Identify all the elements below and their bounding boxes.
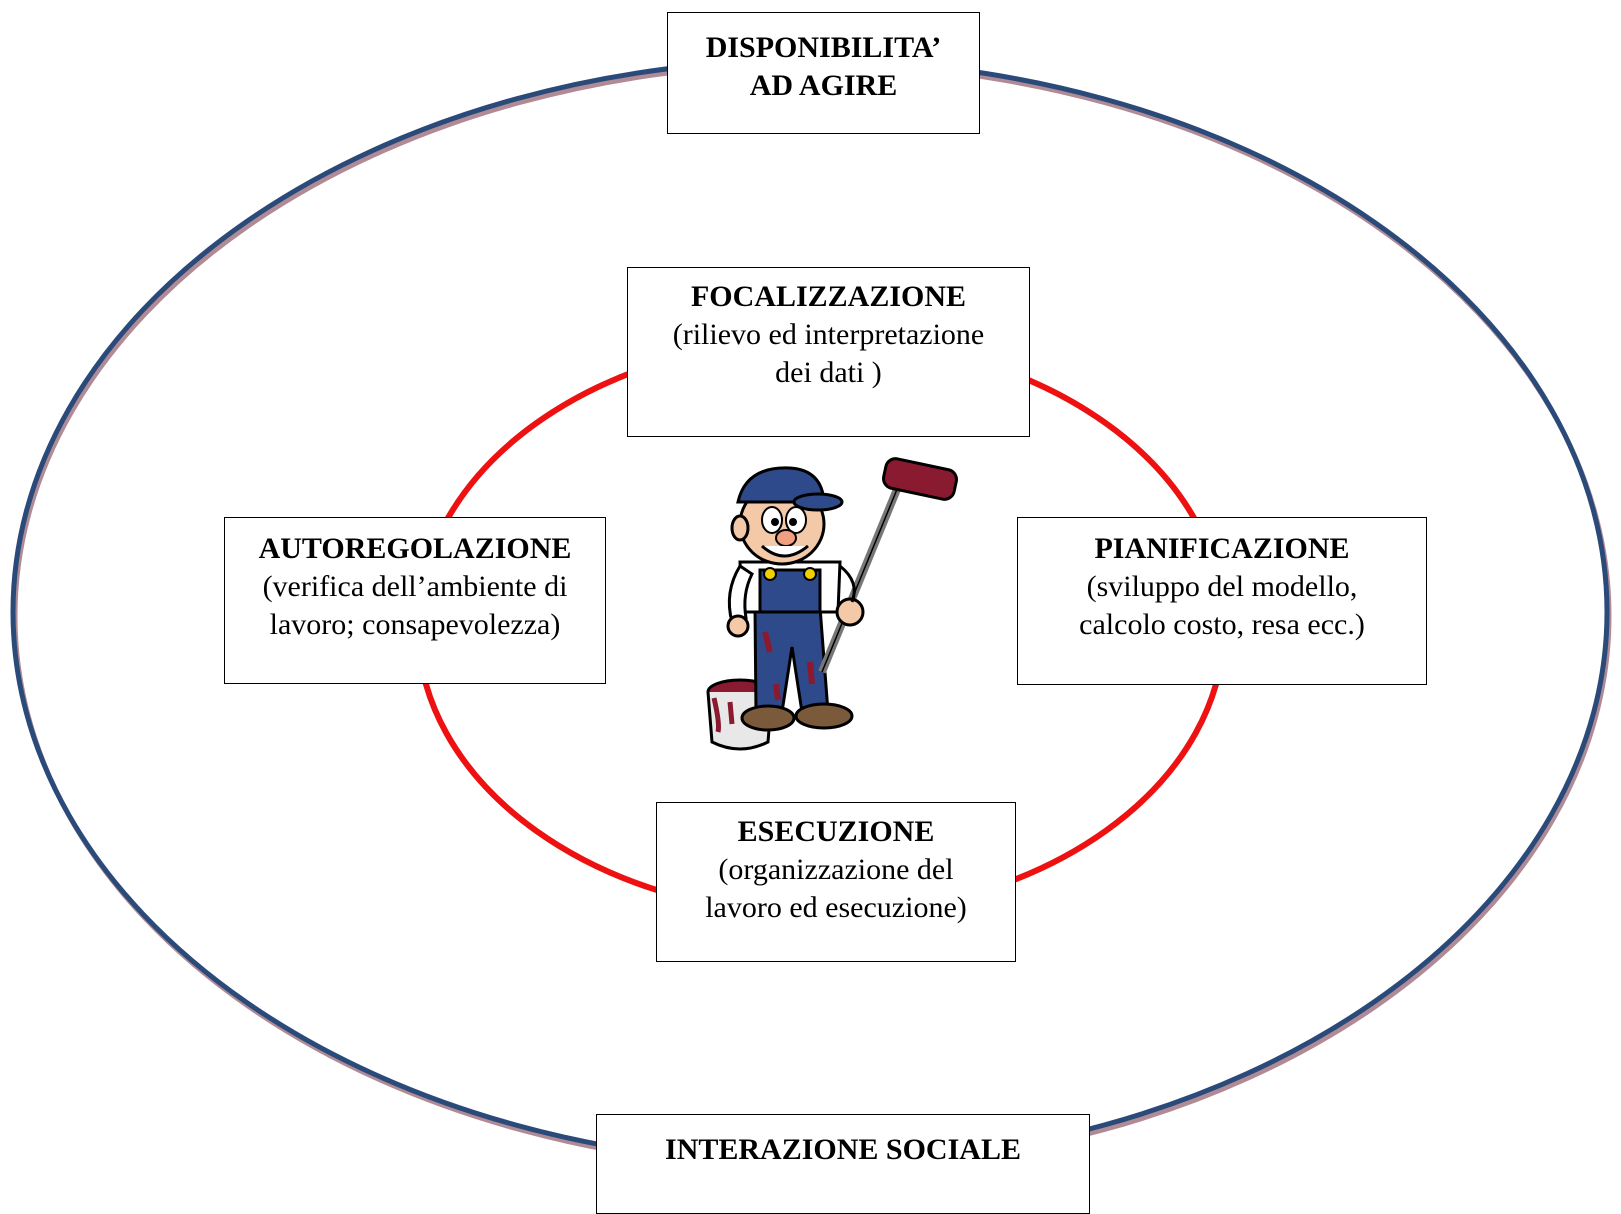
box-esecuzione-title: ESECUZIONE [737, 815, 935, 848]
box-esecuzione-desc-line1: (organizzazione del [718, 853, 954, 886]
box-pianificazione-title: PIANIFICAZIONE [1094, 532, 1350, 565]
box-disponibilita-title-line2: AD AGIRE [749, 69, 898, 102]
box-focalizzazione-title: FOCALIZZAZIONE [690, 280, 967, 313]
box-disponibilita: DISPONIBILITA’ AD AGIRE [667, 12, 980, 134]
box-autoregolazione-desc-line1: (verifica dell’ambiente di [262, 570, 568, 603]
box-focalizzazione-desc-line2: dei dati ) [775, 356, 882, 389]
box-autoregolazione-title: AUTOREGOLAZIONE [258, 532, 572, 565]
box-esecuzione-desc-line2: lavoro ed esecuzione) [705, 891, 967, 924]
box-disponibilita-title-line1: DISPONIBILITA’ [705, 31, 942, 64]
box-autoregolazione: AUTOREGOLAZIONE (verifica dell’ambiente … [224, 517, 606, 684]
box-focalizzazione: FOCALIZZAZIONE (rilievo ed interpretazio… [627, 267, 1030, 437]
box-interazione-sociale: INTERAZIONE SOCIALE [596, 1114, 1090, 1214]
box-pianificazione-desc-line1: (sviluppo del modello, [1086, 570, 1358, 603]
painter-with-roller-icon [706, 457, 958, 751]
box-esecuzione: ESECUZIONE (organizzazione del lavoro ed… [656, 802, 1016, 962]
box-pianificazione-desc-line2: calcolo costo, resa ecc.) [1079, 608, 1365, 641]
box-interazione-sociale-title: INTERAZIONE SOCIALE [665, 1133, 1021, 1166]
box-focalizzazione-desc-line1: (rilievo ed interpretazione [672, 318, 985, 351]
box-autoregolazione-desc-line2: lavoro; consapevolezza) [269, 608, 561, 641]
box-pianificazione: PIANIFICAZIONE (sviluppo del modello, ca… [1017, 517, 1427, 685]
